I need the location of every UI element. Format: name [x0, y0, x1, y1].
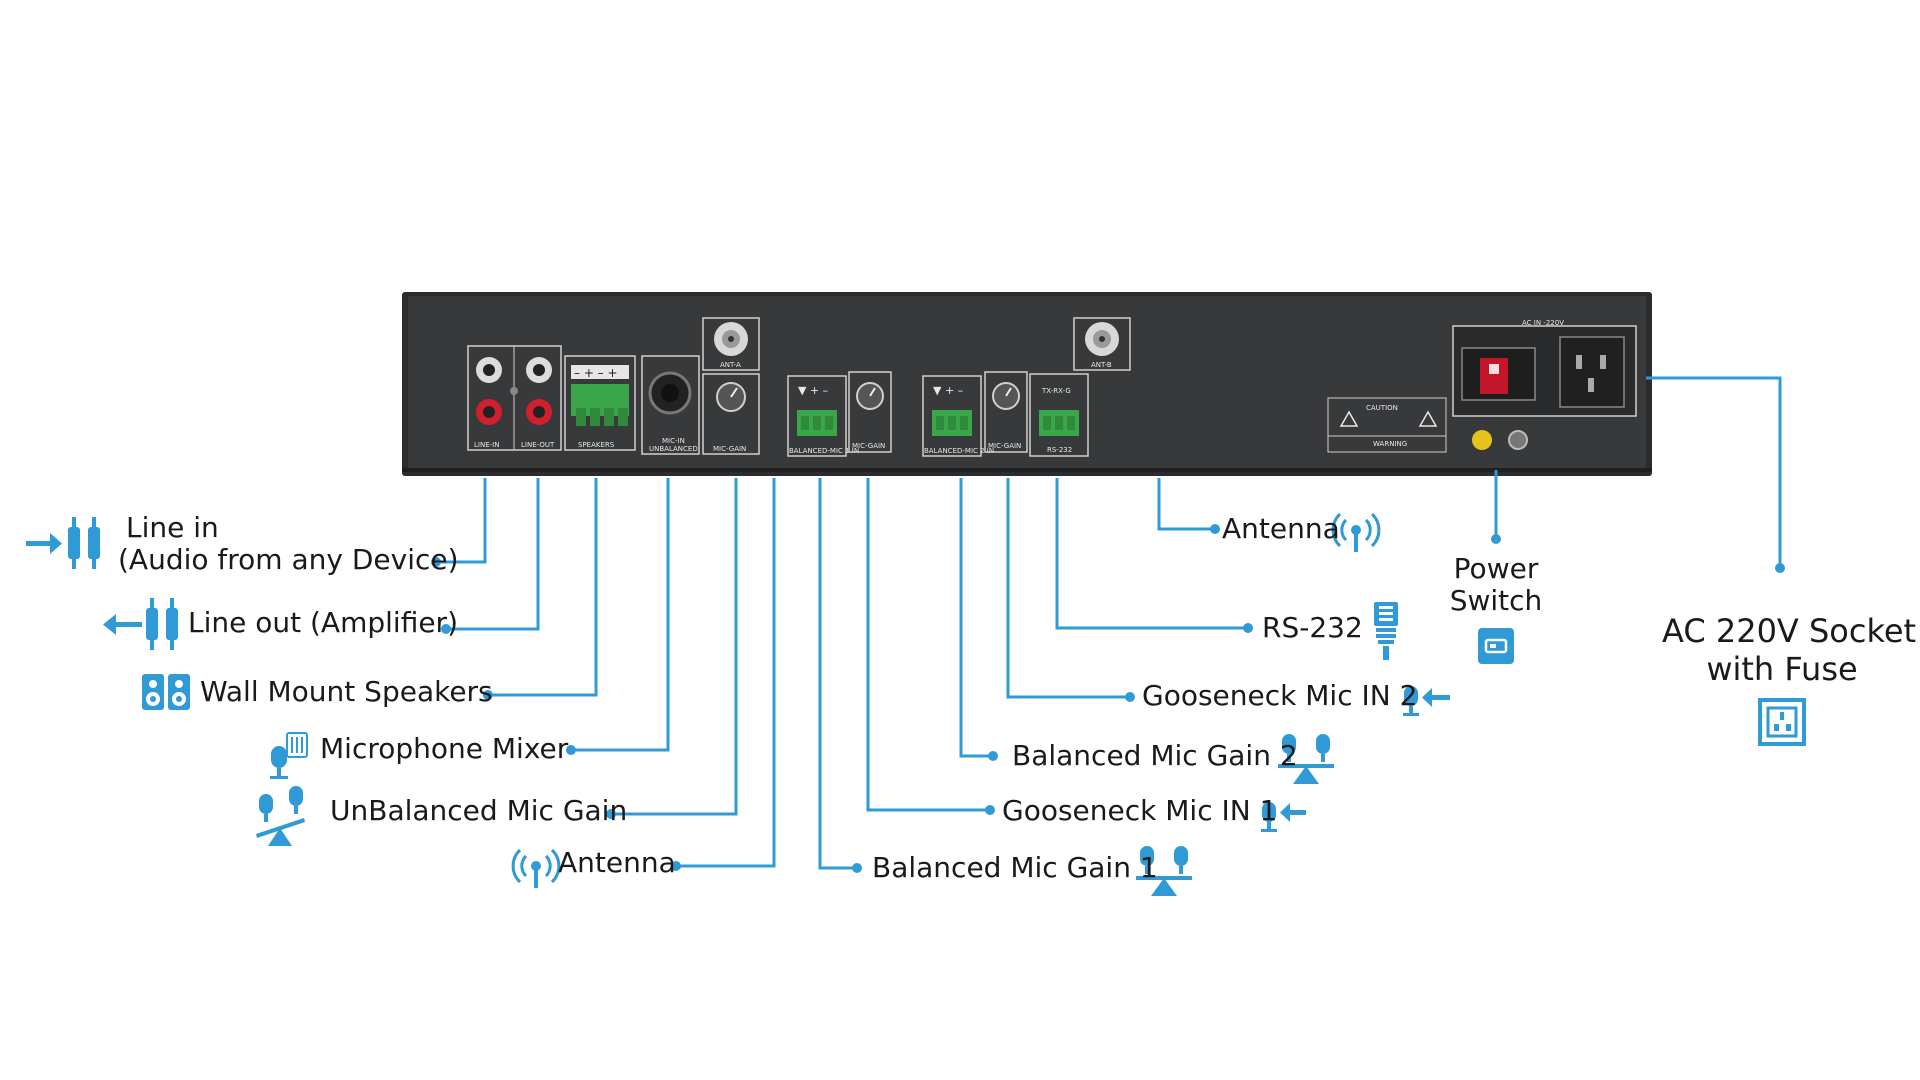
label-power: Power — [1453, 552, 1539, 585]
port-label-mic-gain-1: MIC-GAIN — [852, 442, 885, 450]
term-marks-1: ▼ + – — [798, 384, 828, 397]
term-marks-2: ▼ + – — [933, 384, 963, 397]
label-gooseneck-2: Gooseneck Mic IN 2 — [1142, 679, 1418, 712]
port-label-line-out: LINE-OUT — [521, 441, 555, 449]
port-label-unbalanced: UNBALANCED — [649, 445, 698, 453]
rs232-terminal: TX-RX-G RS-232 — [1029, 373, 1089, 457]
label-line-out: Line out (Amplifier) — [188, 606, 458, 639]
balanced-mic-2-terminal: ▼ + – BALANCED-MIC 2 IN MIC-GAIN — [922, 371, 1028, 457]
port-label-speakers: SPEAKERS — [578, 441, 615, 449]
connector-lines — [436, 376, 1782, 870]
antenna-a-connector: ANT-A MIC-GAIN — [702, 317, 760, 455]
antenna-icon — [511, 848, 561, 888]
label-switch: Switch — [1449, 584, 1543, 617]
warning-text: WARNING — [1373, 440, 1407, 448]
label-unbalanced-gain: UnBalanced Mic Gain — [330, 794, 628, 827]
speaker-terminal-marks: – + – + — [574, 366, 618, 380]
port-label-tx-rx-g: TX-RX-G — [1041, 387, 1071, 395]
label-gooseneck-1: Gooseneck Mic IN 1 — [1002, 794, 1278, 827]
label-balanced-gain-2: Balanced Mic Gain 2 — [1012, 739, 1298, 772]
port-label-balanced-2: BALANCED-MIC 2 IN — [924, 447, 994, 455]
port-label-line-in: LINE-IN — [474, 441, 499, 449]
label-with-fuse: with Fuse — [1706, 650, 1858, 688]
caution-label: CAUTION WARNING — [1327, 397, 1447, 453]
rca-out-icon — [103, 598, 178, 650]
port-label-rs232: RS-232 — [1047, 446, 1072, 454]
balance-icon — [256, 786, 305, 846]
microphone-icon — [1403, 686, 1450, 716]
rs232-plug-icon — [1374, 602, 1398, 660]
balance-icon — [1278, 734, 1334, 784]
antenna-icon — [1331, 512, 1381, 552]
power-socket-icon — [1758, 698, 1806, 746]
connector-dots — [431, 524, 1785, 873]
ac-inlet-module: AC IN -220V — [1452, 319, 1637, 450]
speaker-icon — [142, 674, 190, 710]
balanced-mic-1-terminal: ▼ + – BALANCED-MIC 1 IN MIC-GAIN — [787, 371, 892, 457]
rca-in-icon — [26, 517, 100, 569]
antenna-b-connector: ANT-B — [1073, 317, 1131, 371]
caution-text: CAUTION — [1366, 404, 1398, 412]
power-switch-icon — [1478, 628, 1514, 664]
label-wall-speakers: Wall Mount Speakers — [200, 675, 493, 708]
mixer-icon — [270, 732, 308, 779]
unbalanced-mic-jack: MIC-IN UNBALANCED — [641, 355, 700, 455]
speaker-terminal: – + – + SPEAKERS — [564, 355, 636, 451]
port-label-balanced-1: BALANCED-MIC 1 IN — [789, 447, 859, 455]
port-label-mic-gain-a: MIC-GAIN — [713, 445, 746, 453]
balance-icon — [1136, 846, 1192, 896]
label-line-in: Line in — [126, 511, 219, 544]
label-ac-socket: AC 220V Socket — [1662, 612, 1917, 650]
label-rs232: RS-232 — [1262, 611, 1363, 644]
port-label-ac-in: AC IN -220V — [1522, 319, 1564, 327]
port-label-mic-gain-2: MIC-GAIN — [988, 442, 1021, 450]
port-label-mic-in: MIC-IN — [662, 437, 685, 445]
microphone-icon — [1261, 802, 1306, 832]
device-rear-panel: LINE-IN LINE-OUT – + – + SPEAKERS MIC-IN… — [402, 292, 1652, 476]
label-balanced-gain-1: Balanced Mic Gain 1 — [872, 851, 1158, 884]
rca-jacks-panel: LINE-IN LINE-OUT — [467, 345, 562, 451]
label-line-in-sub: (Audio from any Device) — [118, 543, 459, 576]
port-label-ant-a: ANT-A — [720, 361, 741, 369]
port-label-ant-b: ANT-B — [1091, 361, 1112, 369]
label-mic-mixer: Microphone Mixer — [320, 732, 569, 765]
label-antenna-right: Antenna — [1222, 512, 1340, 545]
label-antenna-left: Antenna — [558, 846, 676, 879]
